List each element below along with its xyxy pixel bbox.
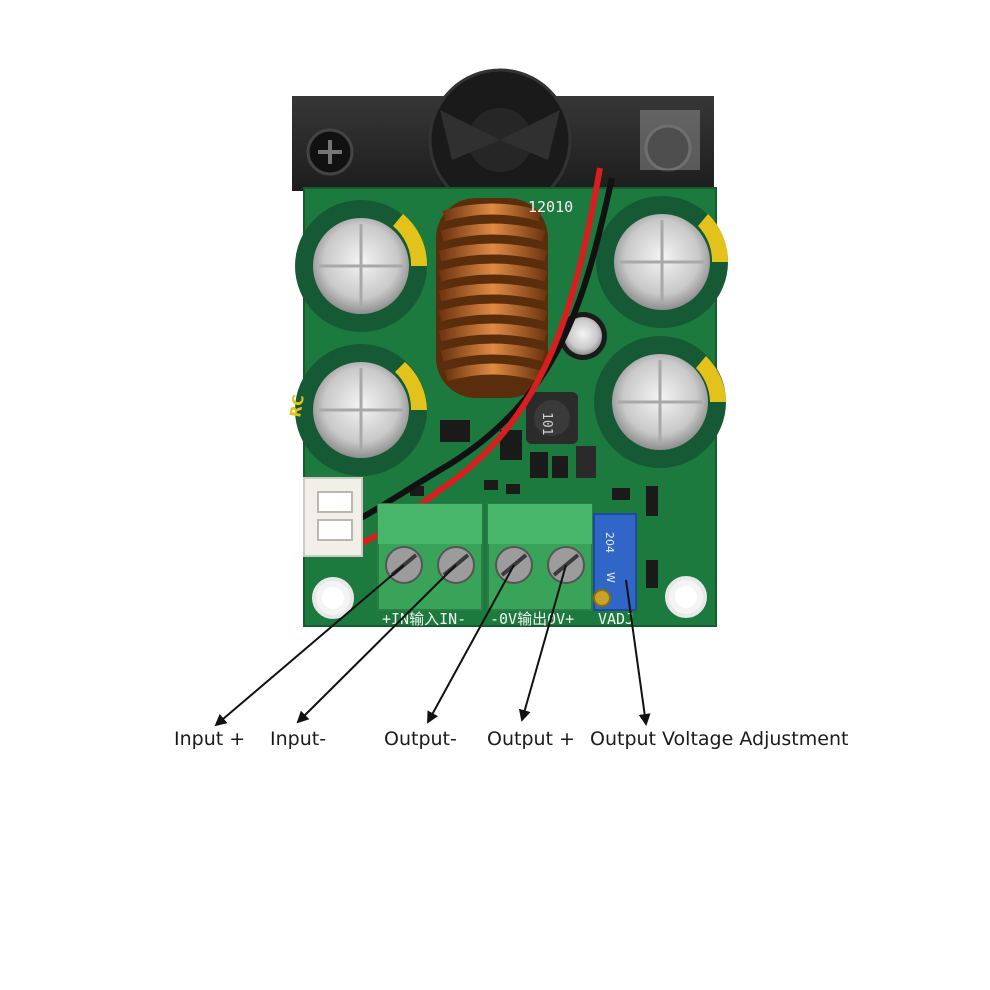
label-output-plus: Output +	[487, 728, 575, 750]
ic-code: 101	[539, 412, 554, 435]
pot-letter: W	[604, 572, 617, 583]
inductor: 12010	[436, 198, 573, 398]
capacitor-bottom-right	[594, 336, 726, 468]
capacitor-top-left	[295, 200, 428, 332]
callout-arrows	[214, 564, 651, 727]
pot-code: 204	[603, 532, 616, 553]
silk-vadj: VADJ	[598, 610, 634, 628]
potentiometer: 204 W	[593, 513, 637, 611]
smd-inductor-101: 101	[526, 392, 578, 444]
arrow-output-minus	[427, 564, 515, 724]
capacitor-top-right	[596, 196, 729, 328]
label-input-minus: Input-	[270, 728, 327, 750]
fan-connector	[303, 477, 363, 557]
silk-input: +IN输入IN-	[382, 610, 466, 628]
adjust-screw-icon	[593, 589, 611, 607]
smd-components	[410, 420, 658, 588]
arrow-input-plus	[214, 564, 405, 727]
arrow-output-plus	[518, 564, 567, 722]
arrow-input-minus	[296, 564, 457, 724]
inductor-code: 12010	[528, 198, 573, 216]
arrow-output-adj	[625, 579, 651, 726]
cooling-fan	[292, 68, 714, 212]
capacitor-bottom-left: RC	[286, 344, 427, 476]
small-capacitor	[559, 312, 607, 360]
label-output-minus: Output-	[384, 728, 457, 750]
input-terminal-block	[377, 503, 483, 611]
output-terminal-block	[487, 503, 593, 611]
capacitor-print: RC	[286, 393, 308, 418]
fan-screw-right-icon	[644, 124, 692, 172]
label-input-plus: Input +	[174, 728, 246, 750]
label-output-voltage-adjustment: Output Voltage Adjustment	[590, 728, 849, 750]
silk-output: -0V输出0V+	[490, 610, 574, 628]
